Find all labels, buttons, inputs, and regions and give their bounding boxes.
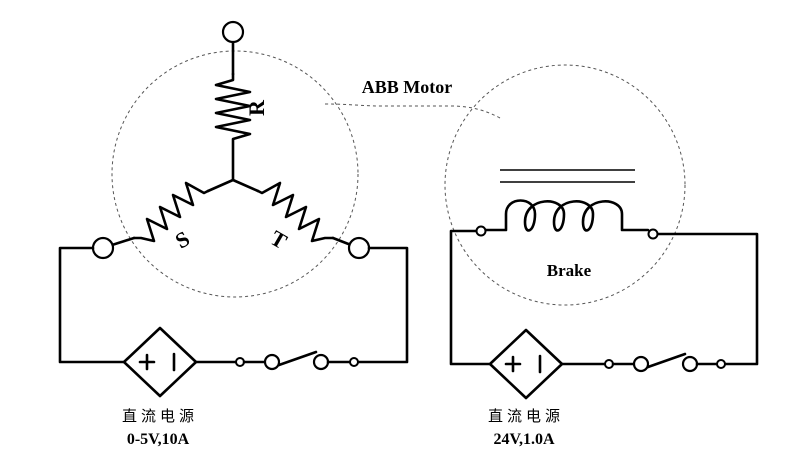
left-dc-source[interactable]: [122, 326, 198, 398]
motor-label: ABB Motor: [362, 77, 452, 97]
s-winding-label: S: [171, 226, 194, 254]
r-terminal[interactable]: [221, 20, 245, 44]
right-switch[interactable]: [604, 352, 726, 373]
t-terminal[interactable]: [347, 236, 371, 260]
left-switch-contact-2: [263, 353, 281, 371]
right-loop-left-wire: [449, 229, 492, 366]
right-switch-contact-4: [716, 359, 726, 369]
left-switch[interactable]: [235, 350, 359, 371]
right-switch-contact-3: [681, 355, 699, 373]
right-supply-name: 直流电源: [488, 407, 564, 425]
right-switch-blade: [646, 352, 687, 369]
r-winding-label: R: [244, 99, 269, 116]
right-switch-contact-2: [632, 355, 650, 373]
brake-terminal-right[interactable]: [647, 228, 659, 240]
t-winding-label: T: [266, 225, 291, 254]
motor-stator-boundary: [111, 50, 359, 298]
motor-link-dashed-line: [324, 103, 501, 119]
left-switch-contact-3: [312, 353, 330, 371]
brake-label: Brake: [547, 261, 592, 280]
left-switch-contact-4: [349, 357, 359, 367]
s-terminal[interactable]: [91, 236, 115, 260]
t-lead-wire: [331, 236, 353, 247]
brake-boundary: [444, 64, 686, 306]
left-loop-right-wire: [352, 246, 409, 364]
right-supply-rating: 24V,1.0A: [493, 431, 554, 448]
motor-label-background: [346, 76, 466, 98]
left-supply-rating: 0-5V,10A: [127, 431, 190, 448]
left-supply-name: 直流电源: [122, 407, 198, 425]
s-lead-wire: [110, 236, 136, 247]
t-center-wire: [231, 178, 260, 193]
s-center-wire: [206, 178, 235, 193]
r-winding-resistor: [214, 72, 252, 182]
right-loop-right-wire: [656, 232, 759, 366]
left-switch-blade: [277, 350, 318, 367]
t-winding-resistor: [256, 181, 335, 243]
right-source-diamond: [488, 328, 564, 400]
right-dc-source[interactable]: [488, 328, 564, 400]
left-loop-left-wire: [58, 246, 126, 364]
s-winding-resistor: [132, 181, 210, 243]
brake-terminal-left[interactable]: [475, 225, 487, 237]
left-source-diamond: [122, 326, 198, 398]
brake-coil-inductor: [482, 199, 650, 232]
